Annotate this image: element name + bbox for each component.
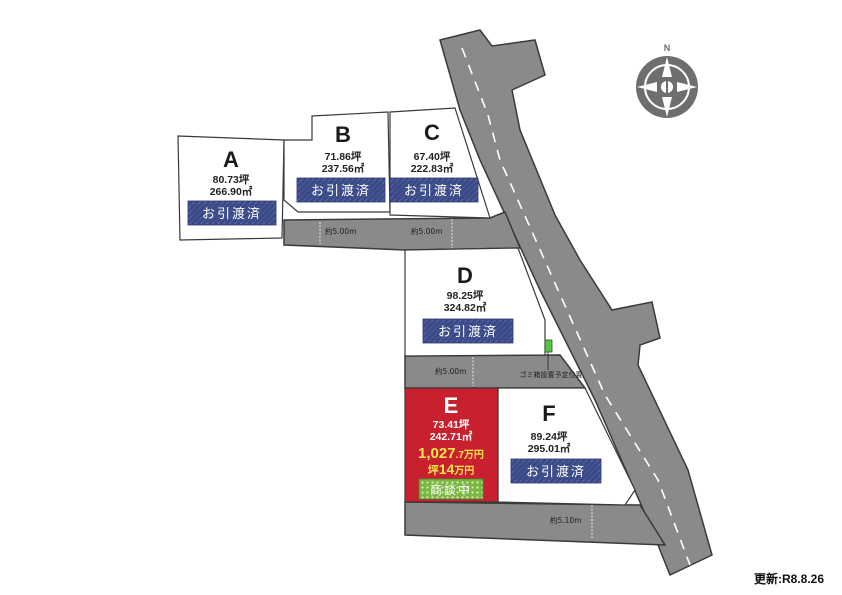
main-road-centerline xyxy=(461,47,691,566)
lot-a-letter: A xyxy=(223,147,239,172)
garbage-station: ゴミ箱設置予定位置 xyxy=(520,339,583,379)
roads xyxy=(283,29,713,577)
lot-f-letter: F xyxy=(542,401,555,426)
lot-a-status: お引渡済 xyxy=(202,206,262,222)
lot-e-price-unit: .7万円 xyxy=(456,449,484,461)
lot-e[interactable]: E 73.41坪 242.71㎡ 1,027.7万円 坪14万円 商談中 xyxy=(418,393,484,500)
lot-f[interactable]: F 89.24坪 295.01㎡ お引渡済 xyxy=(510,401,602,484)
lot-f-status: お引渡済 xyxy=(526,464,586,480)
lot-d-tsubo: 98.25坪 xyxy=(447,289,484,302)
dim-upper-right: 約5.00m xyxy=(411,226,443,236)
lower-road xyxy=(404,501,667,546)
garbage-station-label: ゴミ箱設置予定位置 xyxy=(520,370,583,379)
lot-d-sqm: 324.82㎡ xyxy=(444,301,487,314)
lot-e-price-main: 1,027 xyxy=(418,445,456,462)
lot-e-status: 商談中 xyxy=(430,482,472,497)
lot-e-per-tsubo-unit: 万円 xyxy=(453,465,474,477)
lot-a[interactable]: A 80.73坪 266.90㎡ お引渡済 xyxy=(187,147,277,226)
lot-c-status: お引渡済 xyxy=(404,183,464,199)
dim-upper-left: 約5.00m xyxy=(325,226,357,236)
lot-c[interactable]: C 67.40坪 222.83㎡ お引渡済 xyxy=(389,120,479,203)
lot-e-per-tsubo-value: 14 xyxy=(439,461,455,477)
garbage-station-marker xyxy=(544,339,553,353)
lot-e-letter: E xyxy=(444,393,459,418)
lot-e-per-tsubo-prefix: 坪 xyxy=(428,464,439,477)
lot-c-tsubo: 67.40坪 xyxy=(414,150,451,163)
compass-north-label: N xyxy=(664,43,671,53)
lot-b-letter: B xyxy=(335,122,351,147)
lot-e-per-tsubo: 坪14万円 xyxy=(428,461,475,477)
lot-b[interactable]: B 71.86坪 237.56㎡ お引渡済 xyxy=(296,122,386,203)
lot-b-status: お引渡済 xyxy=(311,183,371,199)
lot-f-sqm: 295.01㎡ xyxy=(528,442,571,455)
dim-lower: 約5.10m xyxy=(550,515,582,525)
lot-e-tsubo: 73.41坪 xyxy=(433,418,470,431)
lot-e-sqm: 242.71㎡ xyxy=(430,430,473,443)
main-road xyxy=(439,29,713,577)
compass-icon: N xyxy=(636,43,698,118)
lot-a-tsubo: 80.73坪 xyxy=(213,173,250,186)
lot-b-tsubo: 71.86坪 xyxy=(325,150,362,163)
dimension-markers xyxy=(319,219,593,538)
lot-a-sqm: 266.90㎡ xyxy=(210,185,253,198)
lot-c-letter: C xyxy=(424,120,440,145)
lot-d-letter: D xyxy=(457,263,473,288)
lot-d-status: お引渡済 xyxy=(438,324,498,340)
lot-c-sqm: 222.83㎡ xyxy=(411,162,454,175)
lot-b-sqm: 237.56㎡ xyxy=(322,162,365,175)
lot-f-tsubo: 89.24坪 xyxy=(531,430,568,443)
lot-d[interactable]: D 98.25坪 324.82㎡ お引渡済 xyxy=(422,263,514,344)
lot-e-price: 1,027.7万円 xyxy=(418,445,484,462)
dim-middle: 約5.00m xyxy=(435,366,467,376)
lot-e-status-badge xyxy=(418,478,484,500)
updated-date: 更新:R8.8.26 xyxy=(753,572,824,586)
